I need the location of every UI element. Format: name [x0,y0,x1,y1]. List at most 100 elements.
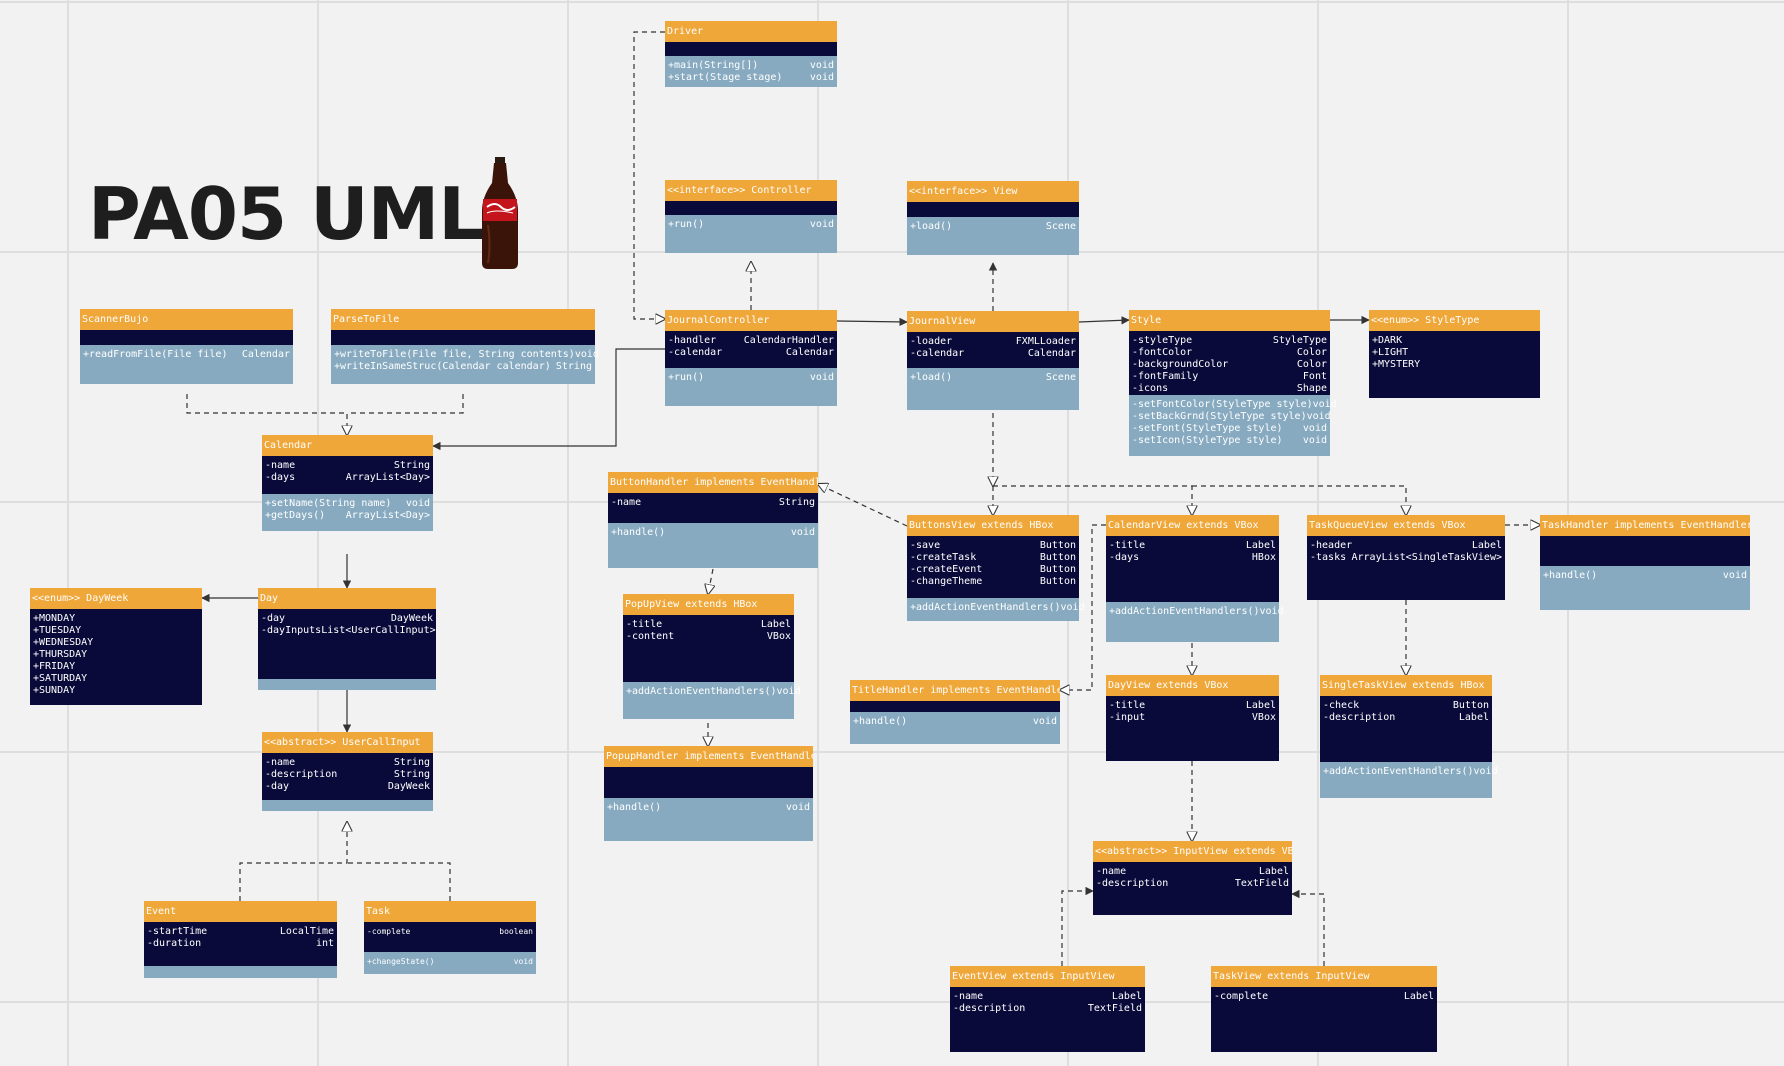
attribute-signature: -description [265,769,338,780]
class-controller[interactable]: <<interface>> Controller+run()void [665,180,837,253]
method-signature: -setFontColor(StyleType style) [1132,399,1313,410]
methods-section: -setFontColor(StyleType style)void-setBa… [1129,395,1337,456]
class-driver[interactable]: Driver+main(String[])void+start(Stage st… [665,21,837,87]
attribute-row: +THURSDAY [33,649,199,661]
attribute-type: Color [1296,359,1327,370]
method-type: String [555,361,592,372]
method-row: +getDays()ArrayList<Day> [265,510,430,522]
method-row: +addActionEventHandlers()void [1109,606,1284,618]
method-row: +addActionEventHandlers()void [626,686,801,698]
attribute-type: Label [1245,700,1276,711]
method-signature: +changeState() [367,957,435,966]
attribute-signature: -startTime [147,926,208,937]
soda-bottle-icon [482,157,518,269]
class-buttonhandler[interactable]: ButtonHandler implements EventHandler-na… [608,472,818,568]
class-inputview[interactable]: <<abstract>> InputView extends VBox-name… [1093,841,1292,915]
attribute-signature: -createEvent [910,564,983,575]
attribute-signature: -fontFamily [1132,371,1199,382]
attribute-signature: -description [1096,878,1169,889]
attribute-signature: +FRIDAY [33,661,76,672]
method-row: +main(String[])void [668,60,834,72]
method-row: +load()Scene [910,372,1076,384]
method-row: +handle()void [607,802,810,814]
attribute-row: +MONDAY [33,613,199,625]
method-row: +writeToFile(File file, String contents)… [334,349,599,361]
method-type: Calendar [241,349,290,360]
attribute-signature: -styleType [1132,335,1193,346]
attribute-signature: -loader [910,336,953,347]
class-name: TitleHandler implements EventHandler [850,680,1060,701]
attribute-type: String [393,769,430,780]
attribute-type: int [315,938,334,949]
attribute-type: Shape [1296,383,1327,394]
attribute-row: +FRIDAY [33,661,199,673]
attribute-type: Label [1111,991,1142,1002]
class-parsetofile[interactable]: ParseToFile+writeToFile(File file, Strin… [331,309,599,384]
class-name: JournalController [665,310,837,331]
class-name: ButtonsView extends HBox [907,515,1079,536]
attribute-signature: -name [1096,866,1127,877]
method-row: +changeState()void [367,956,533,968]
class-name: Driver [665,21,837,42]
class-name: EventView extends InputView [950,966,1145,987]
methods-section: +load()Scene [907,368,1079,410]
method-type: void [405,498,430,509]
method-type: void [809,60,834,71]
method-signature: +writeToFile(File file, String contents) [334,349,575,360]
attribute-type: String [393,460,430,471]
method-signature: +handle() [607,802,662,813]
method-signature: +readFromFile(File file) [83,349,228,360]
class-dayweek[interactable]: <<enum>> DayWeek+MONDAY+TUESDAY+WEDNESDA… [30,588,202,705]
method-signature: +run() [668,372,705,383]
attribute-signature: +LIGHT [1372,347,1409,358]
class-view[interactable]: <<interface>> View+load()Scene [907,181,1079,255]
method-type: void [1473,766,1498,777]
attribute-row: -description String [265,769,430,781]
class-titlehandler[interactable]: TitleHandler implements EventHandler +han… [850,680,1060,744]
attribute-type: VBox [1251,712,1276,723]
methods-section: +addActionEventHandlers()void [623,682,801,719]
method-row: +handle()void [853,716,1057,728]
methods-section: +changeState()void [364,952,536,974]
class-taskhandler[interactable]: TaskHandler implements EventHandler+hand… [1540,515,1750,610]
attributes-section: +MONDAY+TUESDAY+WEDNESDAY+THURSDAY+FRIDA… [30,609,202,705]
class-scannerbujo[interactable]: ScannerBujo+readFromFile(File file)Calen… [80,309,293,384]
method-row: -setFont(StyleType style)void [1132,423,1327,435]
class-name: DayView extends VBox [1106,675,1279,696]
class-styletype[interactable]: <<enum>> StyleType+DARK+LIGHT+MYSTERY [1369,310,1540,398]
class-name: <<enum>> DayWeek [30,588,202,609]
class-popuphandler[interactable]: PopupHandler implements EventHandler+han… [604,746,813,841]
attribute-signature: +MYSTERY [1372,359,1421,370]
attribute-type: String [393,757,430,768]
attribute-signature: -day [261,613,286,624]
attribute-type: ArrayList<Day> [345,472,430,483]
